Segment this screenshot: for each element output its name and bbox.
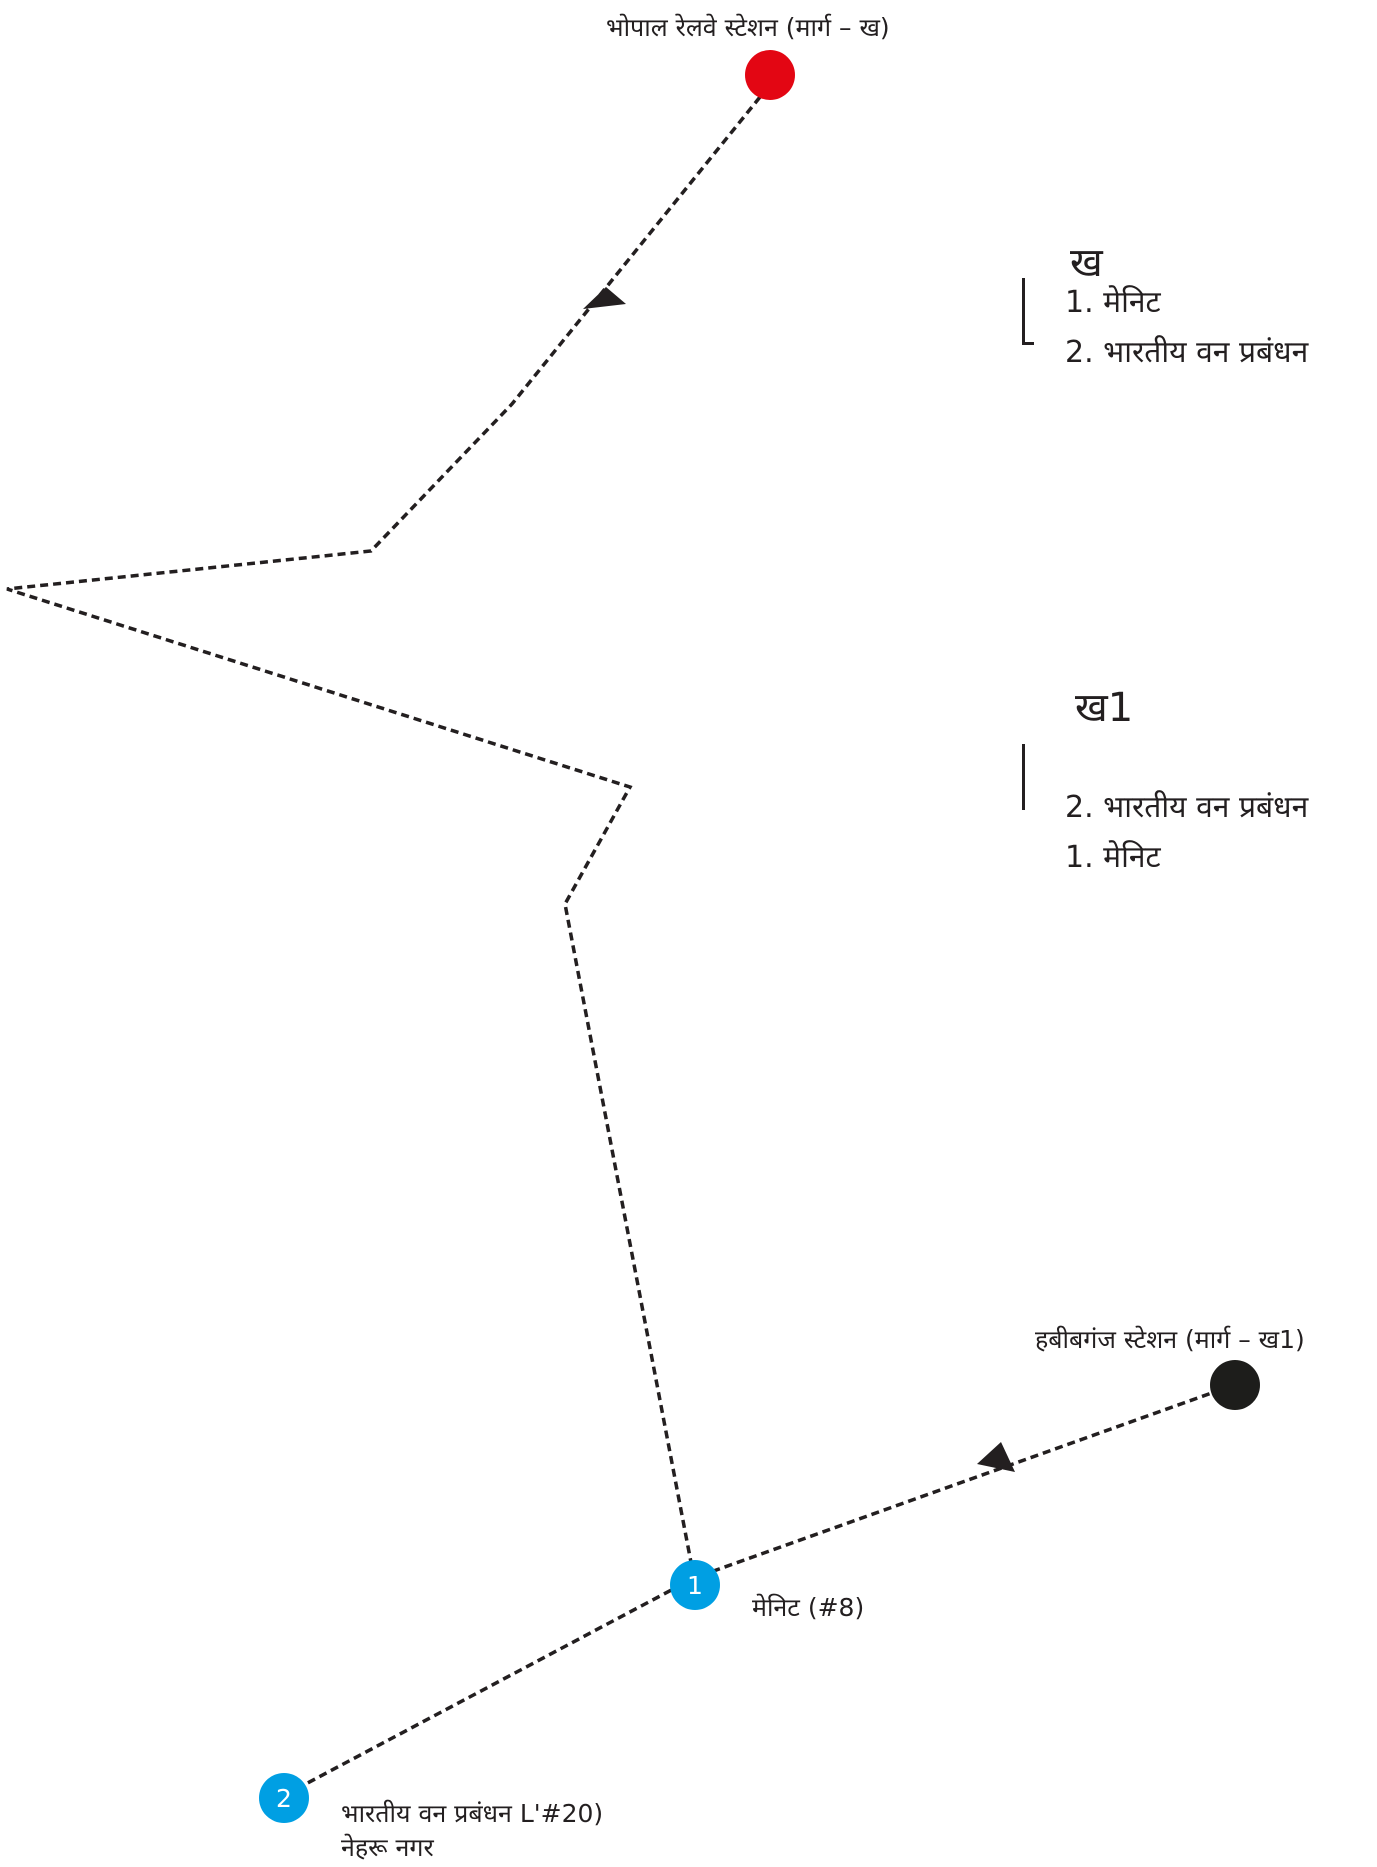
legend-kha-heading: ख (1070, 240, 1103, 286)
origin-habibganj-marker[interactable] (1210, 1360, 1260, 1410)
stop-2-label: भारतीय वन प्रबंधन L'#20) (341, 1799, 604, 1828)
stop-2-sublabel: नेहरू नगर (341, 1833, 434, 1862)
route-shared-path (282, 1576, 695, 1798)
stop-1-marker[interactable]: 1 (670, 1560, 720, 1610)
origin-habibganj-label: हबीबगंज स्टेशन (मार्ग – ख1) (1035, 1325, 1305, 1354)
legend-kha1-heading: ख1 (1075, 685, 1134, 731)
origin-bhopal-label: भोपाल रेलवे स्टेशन (मार्ग – ख) (606, 13, 890, 42)
legend-kha-item: 2. भारतीय वन प्रबंधन (1065, 335, 1309, 370)
legend-kha-item: 1. मेनिट (1065, 285, 1161, 320)
origin-bhopal-marker[interactable] (745, 50, 795, 100)
route-kha1-path (693, 1383, 1235, 1580)
route-kha-path (6, 95, 762, 1579)
stop-1-number: 1 (687, 1571, 703, 1600)
stop-1-label: मेनिट (#8) (752, 1593, 865, 1622)
stop-2-marker[interactable]: 2 (259, 1773, 309, 1823)
stop-2-number: 2 (276, 1784, 292, 1813)
arrowhead-icon (977, 1442, 1015, 1472)
arrowhead-icon (583, 287, 626, 309)
legend-kha-bracket (1022, 278, 1025, 344)
legend-kha1-item: 2. भारतीय वन प्रबंधन (1065, 790, 1309, 825)
legend-kha-bracket-foot (1022, 342, 1034, 345)
legend-kha1-item: 1. मेनिट (1065, 840, 1161, 875)
legend-kha1-bracket (1022, 744, 1025, 810)
